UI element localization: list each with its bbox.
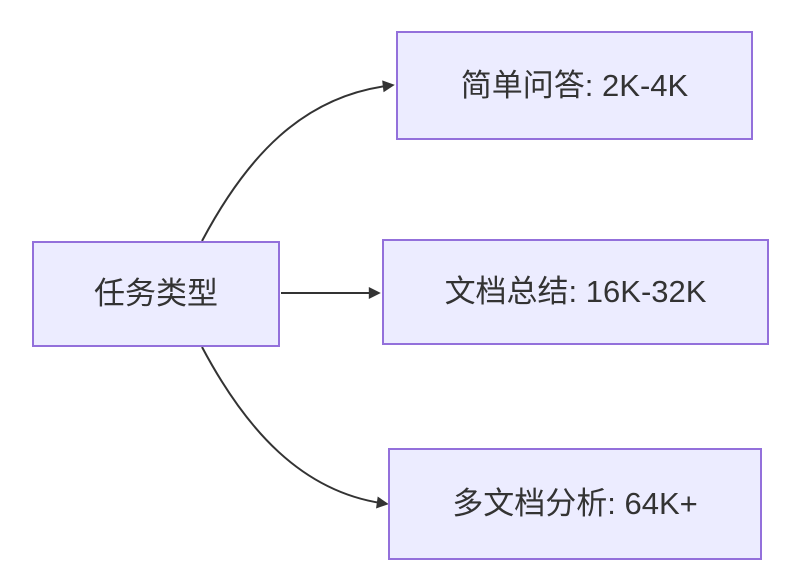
node-multidoc-analysis: 多文档分析: 64K+ (388, 448, 762, 560)
edge-root-to-simple-qa (201, 80, 395, 242)
node-simple-qa-label: 简单问答: 2K-4K (460, 67, 689, 103)
node-doc-summary: 文档总结: 16K-32K (382, 239, 769, 345)
node-multidoc-analysis-label: 多文档分析: 64K+ (452, 486, 698, 522)
node-doc-summary-label: 文档总结: 16K-32K (444, 274, 707, 310)
edge-root-to-multidoc-analysis (201, 346, 389, 509)
node-simple-qa: 简单问答: 2K-4K (396, 31, 753, 140)
node-task-type-label: 任务类型 (94, 276, 218, 312)
node-task-type: 任务类型 (32, 241, 280, 347)
